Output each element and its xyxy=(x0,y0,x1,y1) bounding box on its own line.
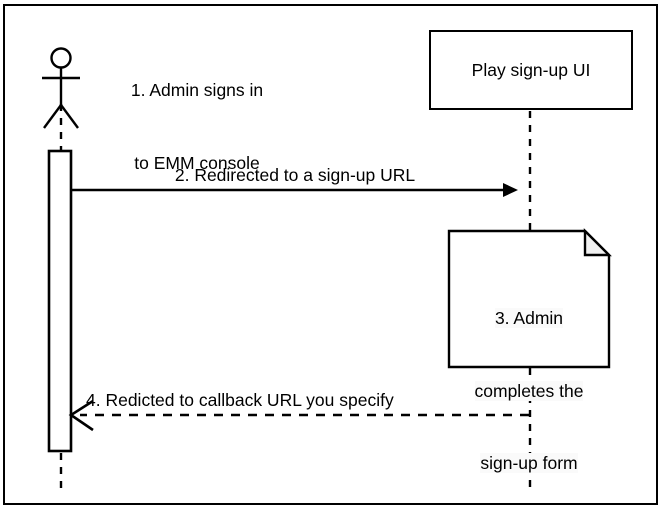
note-step-3-text: 3. Admin completes the sign-up form xyxy=(448,258,610,512)
note-step-3-line-1-text: 3. Admin xyxy=(494,308,564,329)
message-4-label: 4. Redicted to callback URL you specify xyxy=(86,390,394,410)
message-4-arrow xyxy=(68,399,529,432)
actor-step-label-line-2: to EMM console xyxy=(134,152,260,173)
note-step-3-line-1: 3. Admin xyxy=(448,306,610,330)
note-step-3-line-2-text: completes the xyxy=(474,380,584,401)
admin-completes-form-note-shape xyxy=(447,228,612,369)
stick-figure-actor-icon xyxy=(42,47,80,129)
diagram-frame-border xyxy=(3,4,658,505)
note-step-3-line-2: completes the xyxy=(448,379,610,403)
note-step-3-line-3-text: sign-up form xyxy=(480,453,578,474)
message-2-label: 2. Redirected to a sign-up URL xyxy=(174,165,416,185)
message-2-arrow xyxy=(71,183,518,197)
actor-step-label: 1. Admin signs in to EMM console xyxy=(99,30,295,223)
participant-label-play-sign-up-ui: Play sign-up UI xyxy=(471,60,591,80)
actor-step-label-line-1: 1. Admin signs in xyxy=(130,80,264,101)
participant-box-play-sign-up-ui[interactable] xyxy=(429,30,633,110)
actor-activation-bar xyxy=(47,149,73,453)
note-step-3-line-3: sign-up form xyxy=(448,451,610,475)
